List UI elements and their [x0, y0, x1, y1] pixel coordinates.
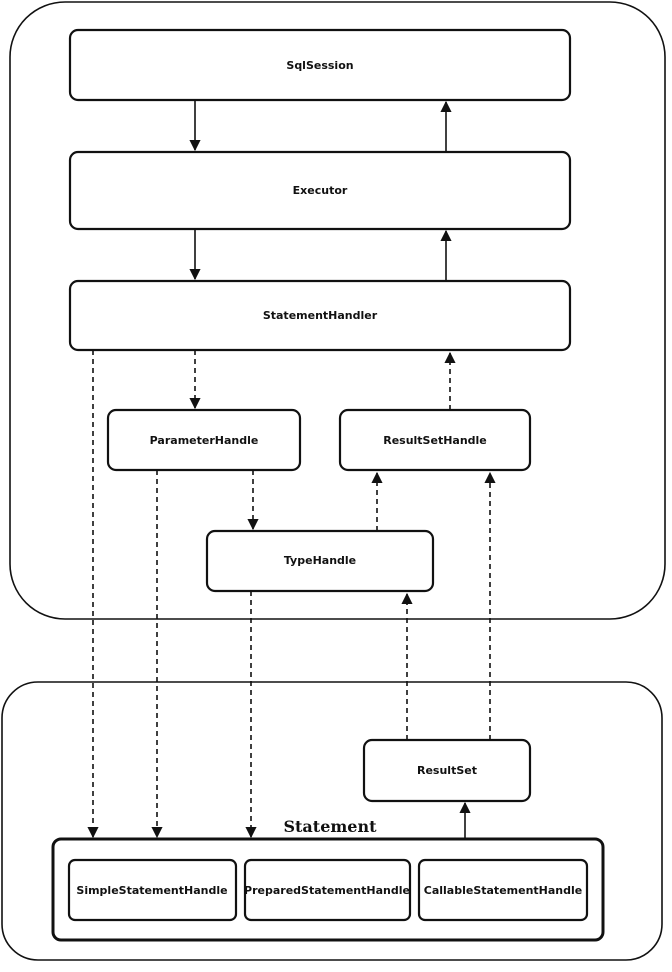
statement-group-title: Statement — [283, 817, 377, 836]
typehandle-label: TypeHandle — [284, 554, 356, 567]
resultsethandle-node: ResultSetHandle — [338, 408, 532, 472]
callablestatementhandle-node: CallableStatementHandle — [417, 858, 589, 922]
statementhandler-node: StatementHandler — [68, 279, 572, 352]
preparedstatementhandle-label: PreparedStatementHandle — [244, 884, 410, 897]
executor-node: Executor — [68, 150, 572, 231]
typehandle-node: TypeHandle — [205, 529, 435, 593]
executor-label: Executor — [293, 184, 348, 197]
sqlsession-label: SqlSession — [286, 59, 353, 72]
sqlsession-node: SqlSession — [68, 28, 572, 102]
preparedstatementhandle-node: PreparedStatementHandle — [243, 858, 412, 922]
resultset-label: ResultSet — [417, 764, 477, 777]
simplestatementhandle-node: SimpleStatementHandle — [67, 858, 238, 922]
simplestatementhandle-label: SimpleStatementHandle — [76, 884, 227, 897]
resultset-node: ResultSet — [362, 738, 532, 803]
resultsethandle-label: ResultSetHandle — [383, 434, 487, 447]
statementhandler-label: StatementHandler — [263, 309, 378, 322]
parameterhandle-label: ParameterHandle — [150, 434, 259, 447]
callablestatementhandle-label: CallableStatementHandle — [424, 884, 582, 897]
parameterhandle-node: ParameterHandle — [106, 408, 302, 472]
